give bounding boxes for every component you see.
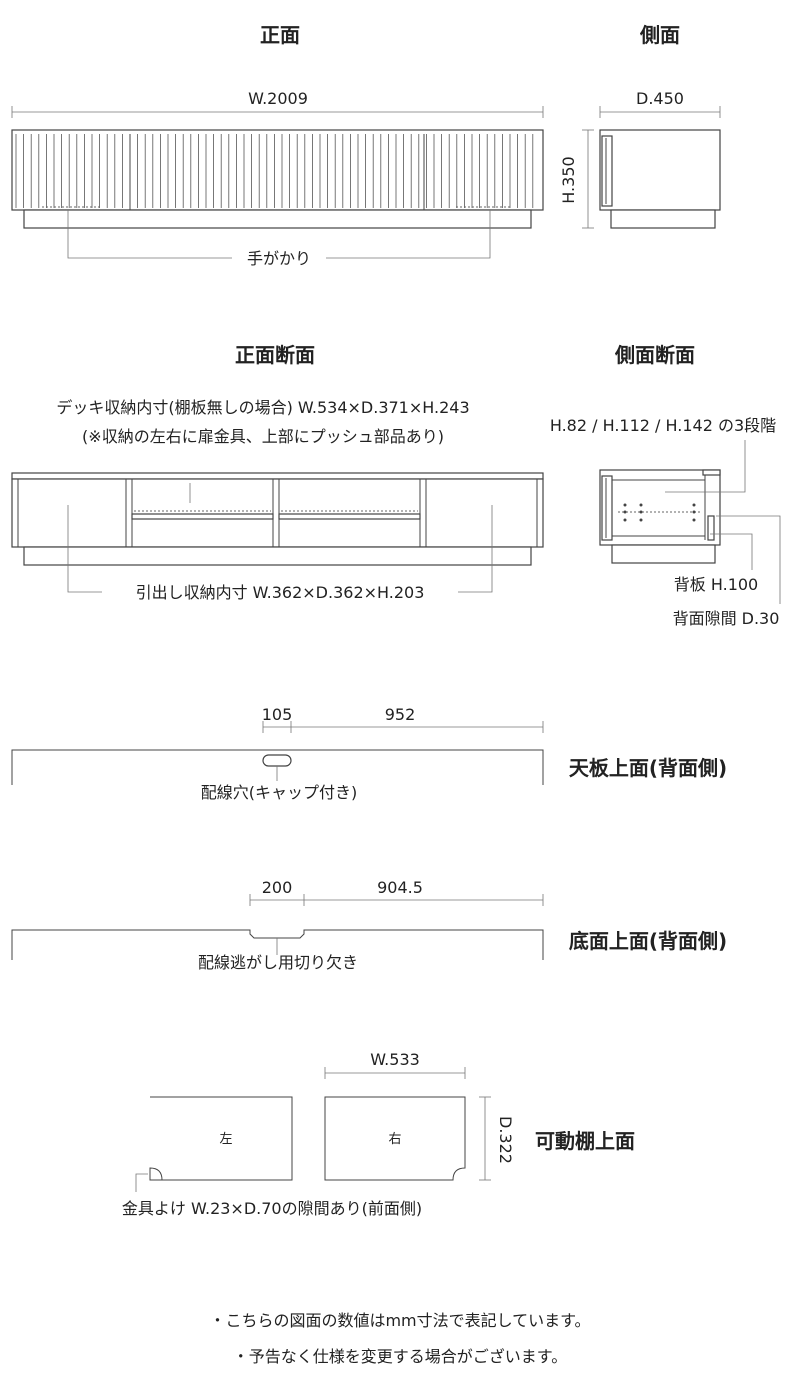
- deck-note-label: (※収納の左右に扉金具、上部にプッシュ部品あり): [82, 427, 444, 446]
- shelf-depth-dimension: D.322: [479, 1096, 515, 1181]
- top-plate-title: 天板上面(背面側): [569, 756, 727, 780]
- side-section-title: 側面断面: [614, 343, 695, 367]
- back-panel-label: 背板 H.100: [674, 575, 758, 594]
- bottom-plate-dim-right: 904.5: [377, 878, 423, 897]
- top-plate-dim-right: 952: [385, 705, 416, 724]
- height-dimension: H.350: [559, 129, 594, 229]
- width-label: W.2009: [248, 89, 308, 108]
- front-section: [11, 472, 544, 566]
- drawer-inner-size-label: 引出し収納内寸 W.362×D.362×H.203: [136, 583, 425, 602]
- shelf-title: 可動棚上面: [535, 1129, 635, 1153]
- bottom-plate-dimension: 200 904.5: [249, 878, 544, 906]
- bottom-plate-title: 底面上面(背面側): [569, 929, 727, 953]
- shelf-width-dimension: W.533: [324, 1050, 466, 1079]
- shelf-left: 左: [149, 1096, 293, 1181]
- handle-leader: 手がかり: [67, 210, 491, 268]
- fitting-gap-label: 金具よけ W.23×D.70の隙間あり(前面側): [122, 1199, 422, 1218]
- width-dimension: W.2009: [11, 89, 544, 118]
- bottom-plate-outline: [11, 929, 544, 960]
- shelf-right: 右: [324, 1096, 466, 1181]
- shelf-right-label: 右: [388, 1132, 401, 1147]
- note-spec-change: ・予告なく仕様を変更する場合がございます。: [233, 1347, 567, 1366]
- shelf-depth-label: D.322: [496, 1116, 515, 1164]
- back-gap-label: 背面隙間 D.30: [673, 609, 780, 628]
- bottom-plate-dim-left: 200: [262, 878, 293, 897]
- handle-label: 手がかり: [247, 249, 311, 268]
- deck-inner-size-label: デッキ収納内寸(棚板無しの場合) W.534×D.371×H.243: [56, 398, 469, 417]
- shelf-steps-label: H.82 / H.112 / H.142 の3段階: [550, 416, 776, 435]
- cable-hole-label: 配線穴(キャップ付き): [201, 783, 358, 802]
- side-section-leaders: [665, 440, 781, 604]
- drawer-leader: 引出し収納内寸 W.362×D.362×H.203: [67, 505, 493, 602]
- shelf-left-label: 左: [219, 1132, 232, 1147]
- side-elevation: [599, 129, 721, 229]
- top-plate-dimension: 105 952: [262, 705, 544, 733]
- note-units: ・こちらの図面の数値はmm寸法で表記しています。: [209, 1311, 590, 1330]
- front-elevation: [11, 129, 544, 229]
- cable-notch-label: 配線逃がし用切り欠き: [198, 953, 358, 972]
- side-section: [599, 469, 721, 564]
- shelf-width-label: W.533: [370, 1050, 420, 1069]
- side-view-title: 側面: [639, 23, 680, 47]
- depth-label: D.450: [636, 89, 684, 108]
- front-view-title: 正面: [260, 23, 300, 47]
- depth-dimension: D.450: [599, 89, 721, 118]
- height-label: H.350: [559, 156, 578, 203]
- top-plate-dim-left: 105: [262, 705, 293, 724]
- front-section-title: 正面断面: [235, 343, 315, 367]
- top-plate-outline: [11, 749, 544, 785]
